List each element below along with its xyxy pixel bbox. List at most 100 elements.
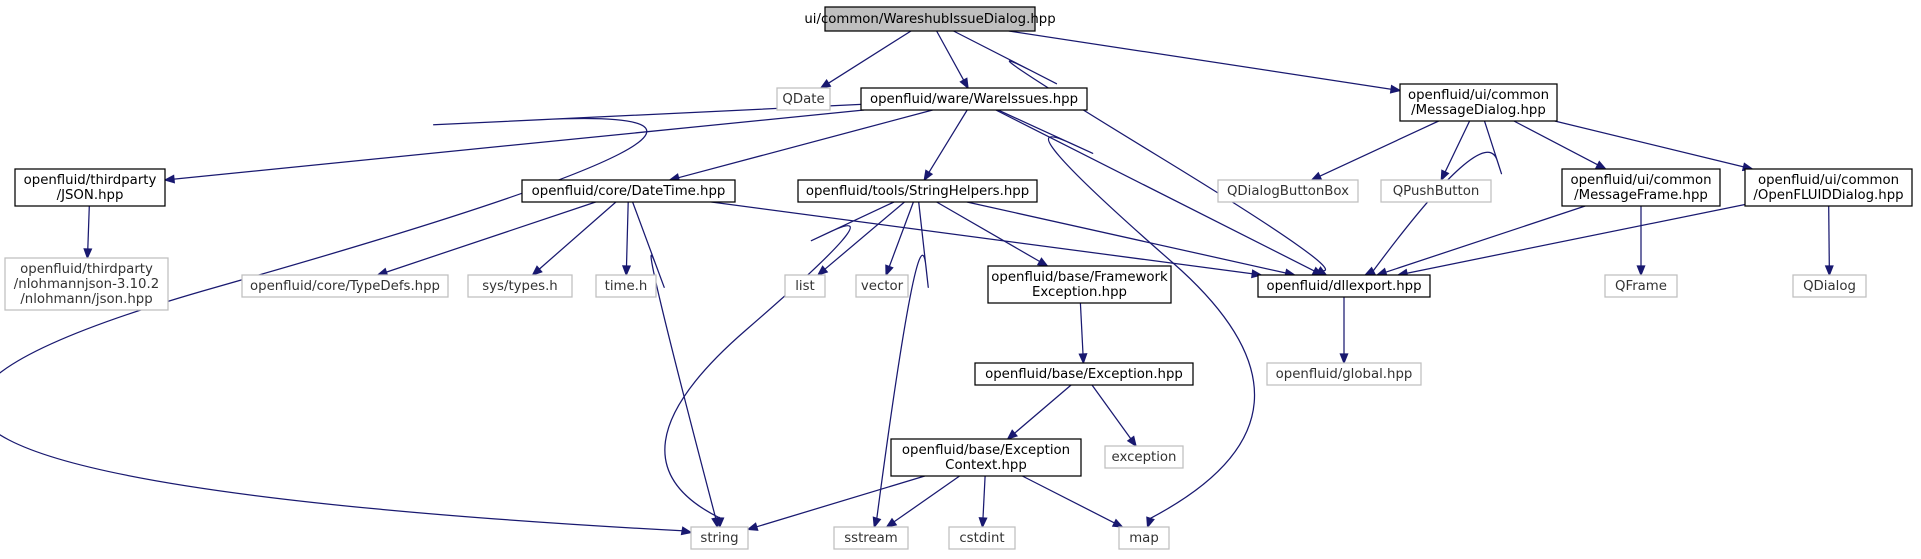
node-box [1792, 274, 1867, 298]
node-label: /MessageFrame.hpp [1574, 188, 1708, 203]
node-box [855, 274, 909, 298]
arrowhead-icon [1006, 429, 1018, 441]
edge-root-to-msgdialog [1008, 30, 1402, 94]
node-stringhelpers[interactable]: openfluid/tools/StringHelpers.hpp [797, 179, 1038, 203]
node-root[interactable]: ui/common/WareshubIssueDialog.hpp [804, 6, 1056, 32]
edge-line [1014, 384, 1072, 434]
edge-msgframe-to-qframe [1636, 206, 1646, 277]
edge-line [936, 30, 965, 81]
node-box [241, 274, 449, 298]
node-box [595, 274, 657, 298]
node-label: openfluid/base/Framework [991, 270, 1168, 285]
edge-wareissues-to-json [163, 109, 865, 184]
node-box [14, 168, 166, 207]
edge-line [678, 109, 933, 179]
node-label: /JSON.hpp [57, 188, 124, 203]
node-box [860, 87, 1088, 111]
node-global: openfluid/global.hpp [1266, 362, 1422, 386]
node-label: openfluid/thirdparty [24, 173, 157, 188]
node-label: openfluid/tools/StringHelpers.hpp [806, 184, 1029, 199]
edge-line [1079, 302, 1084, 355]
arrowhead-icon [1339, 353, 1349, 365]
edge-line [538, 201, 617, 270]
edge-line [711, 201, 1253, 275]
edge-stringhelpers-to-list [816, 201, 905, 277]
arrowhead-icon [1363, 266, 1376, 276]
edge-line [664, 201, 895, 519]
node-box [948, 526, 1016, 550]
edge-ofdialog-to-dllexport [1396, 203, 1746, 278]
edge-fwexception-to-exception_hpp [1078, 302, 1088, 365]
node-box [690, 526, 749, 550]
arrowhead-icon [923, 169, 934, 182]
node-box [1399, 83, 1558, 122]
arrowhead-icon [680, 526, 693, 536]
node-label: openfluid/ui/common [1570, 173, 1711, 188]
edge-excontext-to-cstdint [978, 475, 988, 529]
node-label: openfluid/ui/common [1758, 173, 1899, 188]
arrowhead-icon [1146, 516, 1155, 529]
node-dllexport[interactable]: openfluid/dllexport.hpp [1257, 274, 1431, 298]
node-box [1104, 445, 1184, 469]
arrowhead-icon [1389, 84, 1402, 94]
node-box [974, 362, 1194, 386]
arrowhead-icon [1824, 265, 1834, 277]
edge-datetime-to-dllexport [711, 201, 1263, 279]
edge-exception_hpp-to-excontext [1006, 384, 1072, 441]
node-label: /MessageDialog.hpp [1411, 103, 1546, 118]
arrowhead-icon [531, 265, 543, 277]
arrowhead-icon [1636, 265, 1646, 277]
node-exception_hpp[interactable]: openfluid/base/Exception.hpp [974, 362, 1194, 386]
edge-root-to-wareissues [936, 30, 969, 90]
node-label: openfluid/core/DateTime.hpp [532, 184, 726, 199]
edge-ofdialog-to-qdialog [1824, 205, 1834, 277]
arrowhead-icon [885, 264, 894, 277]
node-qdialog: QDialog [1792, 274, 1867, 298]
edge-json-to-nlohmann [83, 205, 93, 260]
node-box [784, 274, 826, 298]
node-msgdialog[interactable]: openfluid/ui/common/MessageDialog.hpp [1399, 83, 1558, 122]
edge-line [982, 475, 986, 519]
edge-msgdialog-to-msgframe [1513, 120, 1608, 170]
edge-wareissues-to-map [997, 109, 1256, 529]
node-label: sys/types.h [482, 279, 558, 294]
node-msgframe[interactable]: openfluid/ui/common/MessageFrame.hpp [1561, 168, 1721, 207]
node-datetime[interactable]: openfluid/core/DateTime.hpp [521, 179, 736, 203]
arrowhead-icon [1251, 269, 1263, 279]
edges-layer [0, 30, 1834, 536]
edge-excontext-to-map [1022, 475, 1124, 528]
node-map: map [1118, 526, 1170, 550]
node-box [1257, 274, 1431, 298]
edge-line [1319, 120, 1439, 177]
node-json[interactable]: openfluid/thirdparty/JSON.hpp [14, 168, 166, 207]
node-label: Context.hpp [945, 458, 1027, 473]
node-ofdialog[interactable]: openfluid/ui/common/OpenFLUIDDialog.hpp [1744, 168, 1913, 207]
edge-line [1513, 120, 1598, 166]
edge-line [756, 475, 925, 528]
edge-line [625, 201, 629, 267]
node-label: cstdint [959, 531, 1004, 546]
edge-line [928, 109, 968, 173]
arrowhead-icon [816, 265, 829, 277]
edge-msgdialog-to-qdialogbuttonbox [1310, 120, 1439, 181]
node-timeh: time.h [595, 274, 657, 298]
node-box [987, 265, 1172, 304]
edge-excontext-to-string [746, 475, 925, 531]
arrowhead-icon [885, 517, 898, 528]
node-label: QDialogButtonBox [1227, 184, 1349, 199]
node-box [521, 179, 736, 203]
edge-line [1008, 30, 1392, 90]
node-label: Exception.hpp [1032, 285, 1127, 300]
node-wareissues[interactable]: openfluid/ware/WareIssues.hpp [860, 87, 1088, 111]
node-box [833, 526, 909, 550]
edge-datetime-to-typedefs [376, 201, 596, 277]
node-label: sstream [844, 531, 898, 546]
node-label: openfluid/core/TypeDefs.hpp [250, 279, 440, 294]
node-typedefs: openfluid/core/TypeDefs.hpp [241, 274, 449, 298]
node-box [1604, 274, 1678, 298]
edge-msgframe-to-dllexport [1375, 205, 1586, 277]
